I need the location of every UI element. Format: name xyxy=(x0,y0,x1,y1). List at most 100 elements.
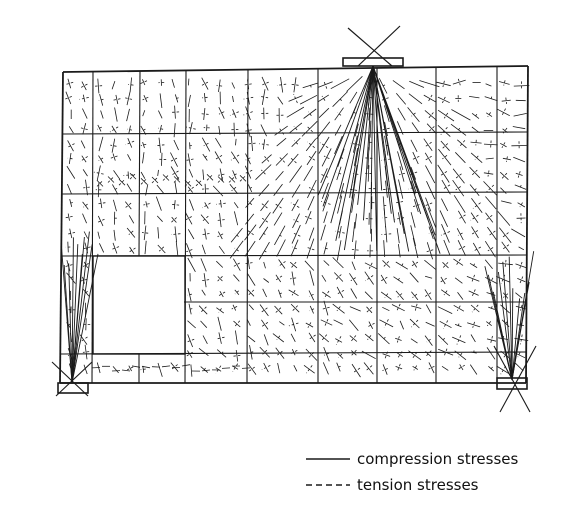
compression-mark xyxy=(201,244,206,255)
tension-mark xyxy=(162,174,170,181)
compression-mark xyxy=(323,260,330,266)
compression-mark xyxy=(291,137,301,147)
tension-mark xyxy=(320,334,328,342)
compression-mark xyxy=(219,212,222,228)
tension-mark xyxy=(384,351,388,359)
tension-mark xyxy=(217,176,225,183)
compression-mark xyxy=(411,291,419,301)
compression-mark xyxy=(175,241,179,256)
tension-mark xyxy=(471,274,475,283)
compression-mark xyxy=(157,362,163,377)
tension-mark xyxy=(201,215,209,223)
compression-mark xyxy=(369,120,372,138)
tension-mark xyxy=(414,303,418,311)
tension-mark xyxy=(351,349,357,356)
compression-mark xyxy=(437,109,455,122)
tension-mark xyxy=(490,306,493,311)
compression-mark xyxy=(323,211,328,224)
compression-mark xyxy=(411,122,420,133)
tension-mark xyxy=(506,156,508,162)
tension-mark xyxy=(66,143,75,149)
compression-mark xyxy=(187,334,193,348)
tension-mark xyxy=(351,249,359,251)
tension-mark xyxy=(98,98,104,101)
tension-mark xyxy=(215,336,225,340)
compression-mark xyxy=(171,216,177,223)
compression-mark xyxy=(259,212,271,229)
compression-mark xyxy=(144,240,147,255)
compression-mark xyxy=(438,148,452,166)
compression-mark xyxy=(82,169,88,177)
tension-mark xyxy=(487,112,491,118)
tension-mark xyxy=(243,111,253,116)
tension-mark xyxy=(229,111,239,116)
tension-mark xyxy=(80,127,88,130)
compression-mark xyxy=(498,227,512,244)
compression-mark xyxy=(82,276,85,284)
tension-mark xyxy=(215,365,222,374)
right-support-reaction-line xyxy=(499,345,537,413)
compression-mark xyxy=(305,348,318,361)
compression-mark xyxy=(187,94,191,107)
tension-mark xyxy=(472,188,477,192)
tension-mark xyxy=(230,154,240,161)
right-support-fan-line xyxy=(511,298,521,381)
compression-mark xyxy=(410,139,418,152)
tension-mark xyxy=(382,368,388,371)
tension-mark xyxy=(244,83,252,86)
compression-mark xyxy=(425,197,432,212)
compression-mark xyxy=(410,338,418,344)
compression-mark xyxy=(247,289,255,297)
tension-mark xyxy=(203,142,209,147)
tension-mark xyxy=(439,171,448,177)
compression-mark xyxy=(129,172,137,180)
compression-mark xyxy=(204,183,206,195)
tension-mark xyxy=(187,293,192,296)
compression-mark xyxy=(174,181,178,194)
compression-fan-line xyxy=(372,65,383,191)
tension-mark xyxy=(380,97,389,101)
compression-mark xyxy=(501,241,510,253)
tension-mark xyxy=(424,350,432,358)
tension-mark xyxy=(336,112,342,116)
tension-mark xyxy=(218,173,225,176)
compression-mark xyxy=(443,239,451,256)
compression-mark xyxy=(273,212,283,226)
compression-mark xyxy=(255,164,272,180)
compression-mark xyxy=(515,305,527,310)
tension-mark xyxy=(490,96,493,102)
compression-mark xyxy=(200,258,207,272)
tension-mark xyxy=(67,353,74,357)
compression-mark xyxy=(346,76,363,92)
tension-mark xyxy=(306,365,313,374)
compression-mark xyxy=(364,262,377,270)
tension-mark xyxy=(66,323,71,327)
tension-mark xyxy=(322,306,330,310)
compression-mark xyxy=(412,365,419,370)
compression-mark xyxy=(140,178,148,185)
tension-mark xyxy=(365,275,374,282)
compression-mark xyxy=(385,180,388,198)
left-support-fan-line xyxy=(71,231,90,384)
tension-mark xyxy=(429,126,435,132)
tension-mark xyxy=(458,140,466,148)
tension-mark xyxy=(195,179,203,187)
tension-mark xyxy=(504,259,507,268)
tension-mark xyxy=(291,83,299,86)
compression-mark xyxy=(83,364,88,375)
compression-mark xyxy=(384,165,388,186)
compression-mark xyxy=(218,107,225,119)
tension-mark xyxy=(424,141,432,148)
tension-mark xyxy=(398,172,406,176)
tension-mark xyxy=(308,155,316,161)
tension-mark xyxy=(68,276,74,281)
tension-mark xyxy=(118,178,126,186)
compression-mark xyxy=(419,80,440,88)
compression-mark xyxy=(441,198,449,212)
compression-mark xyxy=(323,300,329,316)
compression-mark xyxy=(500,350,511,360)
tension-mark xyxy=(366,96,373,99)
tension-mark xyxy=(216,85,223,87)
compression-mark xyxy=(498,81,510,85)
compression-mark xyxy=(307,196,315,211)
